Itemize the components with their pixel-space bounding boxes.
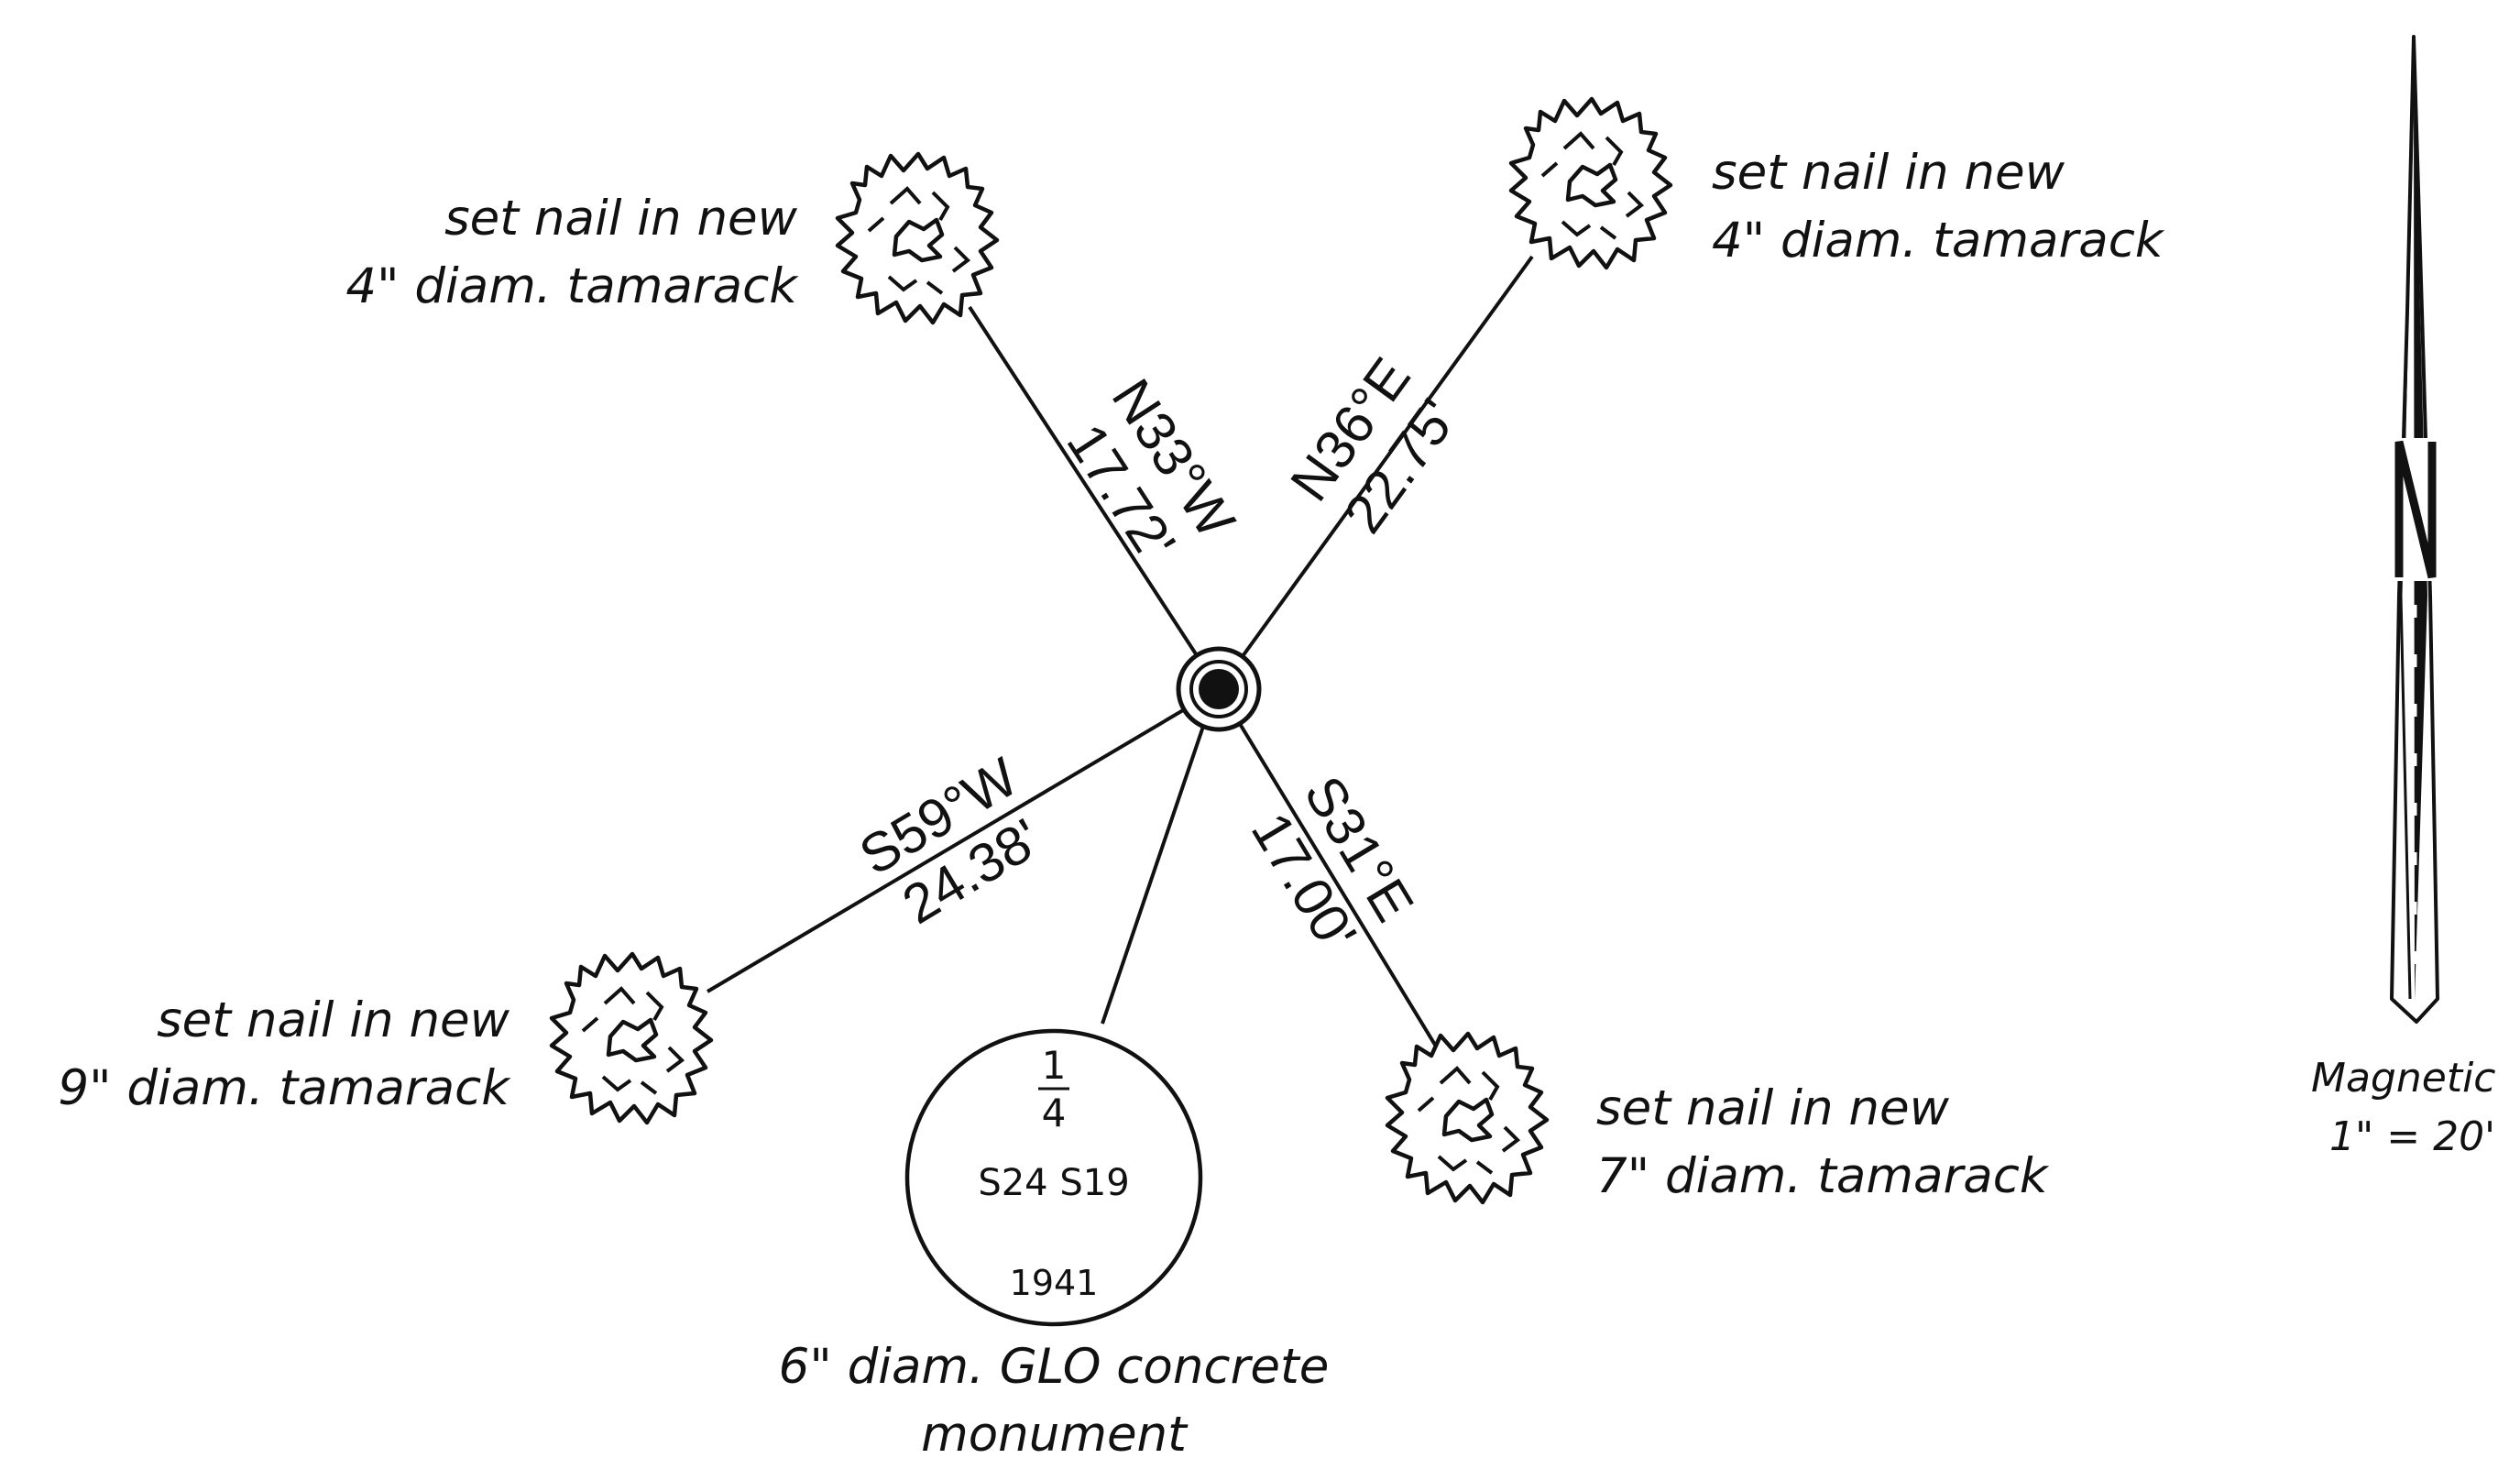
- tree-se-icon: [1387, 1034, 1547, 1202]
- monument-year: 1941: [1010, 1263, 1099, 1303]
- tree-nw-label-line2: 4" diam. tamarack: [345, 258, 797, 314]
- line-to-ne-tree: [1217, 255, 1534, 691]
- tree-ne-label: set nail in new 4" diam. tamarack: [1712, 139, 2164, 275]
- line-to-se-tree: [1217, 687, 1442, 1056]
- tree-sw-label: set nail in new 9" diam. tamarack: [0, 987, 509, 1123]
- scale-label: 1" = 20': [2329, 1113, 2496, 1160]
- monument-sections: S24 S19: [978, 1162, 1129, 1204]
- monument-caption-line1: 6" diam. GLO concrete: [778, 1339, 1330, 1395]
- corner-point-symbol: [1176, 646, 1262, 732]
- tree-se-label-line1: set nail in new: [1596, 1080, 1949, 1136]
- tree-sw-label-line2: 9" diam. tamarack: [58, 1060, 509, 1116]
- monument-fraction-numerator: 1: [1042, 1043, 1067, 1088]
- tree-se-label: set nail in new 7" diam. tamarack: [1596, 1075, 2048, 1211]
- tree-nw-icon: [838, 154, 997, 323]
- monument-caption-line2: monument: [921, 1407, 1187, 1463]
- monument-detail: 1 4 S24 S19 1941: [904, 1028, 1203, 1327]
- tree-sw-icon: [552, 954, 711, 1123]
- tree-nw-label-line1: set nail in new: [444, 191, 797, 247]
- tree-sw-label-line1: set nail in new: [157, 992, 509, 1048]
- tree-se-label-line2: 7" diam. tamarack: [1596, 1148, 2048, 1204]
- magnetic-label: Magnetic: [2311, 1055, 2496, 1102]
- north-letter: [2390, 438, 2441, 581]
- line-to-sw-tree: [706, 687, 1221, 993]
- monument-fraction-denominator: 4: [1042, 1091, 1067, 1135]
- monument-caption: 6" diam. GLO concrete monument: [715, 1333, 1393, 1469]
- tree-nw-label: set nail in new 4" diam. tamarack: [229, 185, 797, 321]
- line-to-nw-tree: [968, 305, 1221, 691]
- tree-ne-icon: [1511, 99, 1671, 268]
- line-to-monument-detail: [1101, 707, 1211, 1025]
- tree-ne-label-line2: 4" diam. tamarack: [1712, 213, 2164, 269]
- north-arrow-icon: [2390, 35, 2441, 1024]
- tree-ne-label-line1: set nail in new: [1712, 145, 2065, 201]
- north-arrow-caption: Magnetic 1" = 20': [2311, 1049, 2495, 1167]
